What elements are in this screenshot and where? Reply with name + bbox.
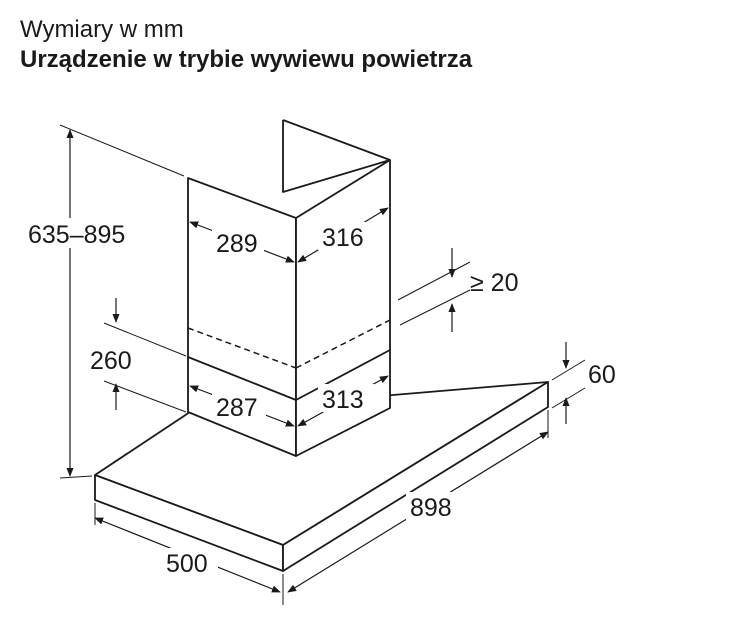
chimney-back-edge [282,120,391,193]
chimney-overlap-dashes [187,319,391,369]
total-height-label: 635–895 [28,221,125,249]
chimney-lower-depth-label: 313 [322,386,364,414]
chimney-lower-height-label: 260 [90,347,132,375]
diagram-subtitle: Wymiary w mm [20,16,184,43]
extension-lines [59,124,586,605]
dimension-labels: 635–895 289 316 ≥ 20 260 287 313 60 898 … [24,218,616,578]
diagram-title: Urządzenie w trybie wywiewu powietrza [20,46,473,73]
chimney-upper-width-label: 289 [216,230,258,258]
chimney-lower-width-label: 287 [216,394,258,422]
canopy-depth-label: 500 [166,550,208,578]
canopy-thickness-label: 60 [588,361,616,389]
chimney-upper-depth-label: 316 [322,224,364,252]
clearance-label: ≥ 20 [470,269,518,297]
canopy-width-label: 898 [410,494,452,522]
chimney-back-top [282,119,391,161]
